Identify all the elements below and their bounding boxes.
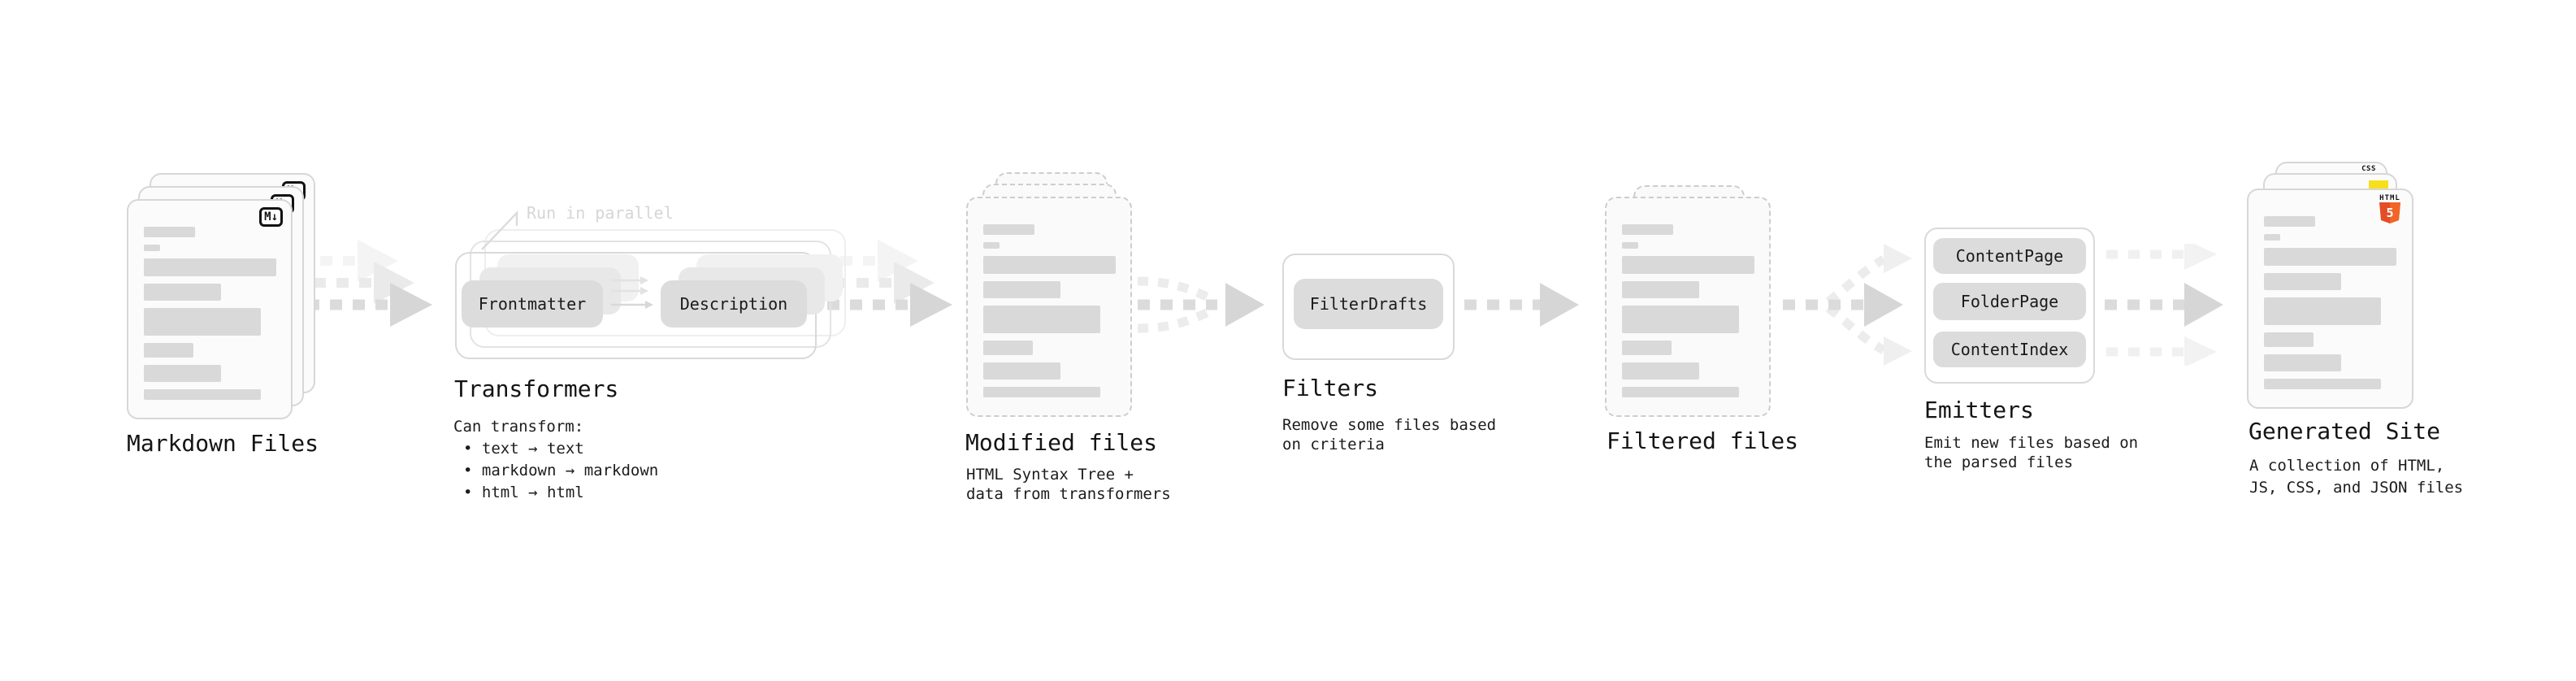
markdown-files-label: Markdown Files [127, 430, 319, 457]
doc-content-bar [144, 284, 221, 301]
doc-content-bar [2264, 248, 2396, 266]
emitter-step-contentpage: ContentPage [1933, 238, 2086, 274]
emitters-label: Emitters [1924, 397, 2034, 423]
doc-content-bar [2264, 297, 2381, 325]
doc-content-bar [144, 227, 195, 237]
doc-content-bar [2264, 234, 2280, 241]
html5-icon-text: HTML [2379, 194, 2400, 202]
markdown-icon: M↓ [259, 207, 283, 227]
transformers-bullet: • markdown → markdown [463, 462, 659, 479]
transformers-desc-title: Can transform: [453, 418, 584, 436]
doc-content-bar [144, 389, 261, 400]
arrow-filtered-to-emitters [1783, 244, 1912, 366]
transformer-step-frontmatter: Frontmatter [462, 280, 603, 327]
emitters-desc: the parsed files [1924, 453, 2074, 471]
doc-content-bar [983, 387, 1100, 397]
doc-content-placeholder [983, 224, 1117, 405]
doc-content-bar [144, 365, 221, 382]
css-icon-text: CSS [2361, 165, 2376, 173]
doc-content-bar [983, 281, 1060, 298]
emitter-step-contentindex: ContentIndex [1933, 332, 2086, 367]
doc-content-placeholder [1622, 224, 1756, 405]
generated-site-desc: A collection of HTML, [2249, 457, 2445, 475]
doc-content-bar [1622, 340, 1672, 355]
transformers-bullet: • text → text [463, 440, 584, 458]
doc-content-bar [1622, 256, 1754, 274]
annotation-callout-line [481, 210, 518, 250]
markdown-file-card-front: M↓ [127, 199, 293, 419]
html5-shield: 5 [2379, 202, 2400, 223]
site-file-card-html: HTML 5 [2247, 189, 2413, 409]
doc-content-bar [983, 224, 1034, 235]
doc-content-bar [983, 340, 1033, 355]
filter-step-filterdrafts: FilterDrafts [1294, 279, 1443, 329]
html5-icon: HTML 5 [2378, 194, 2402, 225]
doc-content-bar [983, 306, 1100, 333]
doc-content-placeholder [144, 227, 278, 407]
doc-content-bar [1622, 306, 1739, 333]
doc-content-bar [144, 308, 261, 336]
arrow-modified-to-filters [1137, 276, 1264, 333]
emitter-step-folderpage: FolderPage [1933, 283, 2086, 320]
modified-files-desc: data from transformers [966, 485, 1171, 503]
transformer-step-description: Description [661, 280, 807, 327]
filtered-file-card-front [1605, 197, 1771, 417]
arrow-markdown-to-transformers [275, 240, 432, 327]
filters-label: Filters [1282, 375, 1379, 401]
doc-content-bar [1622, 362, 1699, 380]
doc-content-bar [144, 343, 193, 358]
arrow-emitters-to-site [2105, 244, 2223, 366]
doc-content-placeholder [2264, 216, 2399, 397]
generated-site-label: Generated Site [2249, 418, 2441, 445]
generated-site-desc: JS, CSS, and JSON files [2249, 479, 2464, 497]
modified-file-card-front [966, 197, 1132, 417]
run-in-parallel-annotation: Run in parallel [527, 203, 674, 223]
doc-content-bar [144, 258, 276, 276]
doc-content-bar [2264, 332, 2314, 347]
doc-content-bar [2264, 216, 2315, 227]
doc-content-bar [1622, 224, 1673, 235]
doc-content-bar [1622, 387, 1739, 397]
doc-content-bar [983, 242, 1000, 249]
doc-content-bar [1622, 281, 1699, 298]
modified-files-label: Modified files [965, 429, 1158, 456]
arrow-filters-to-filtered [1464, 283, 1579, 327]
doc-content-bar [983, 256, 1116, 274]
doc-content-bar [1622, 242, 1638, 249]
doc-content-bar [2264, 379, 2381, 389]
parallel-arrows-icon [611, 276, 653, 309]
transformers-label: Transformers [454, 375, 619, 402]
filtered-files-label: Filtered files [1607, 427, 1799, 454]
filters-desc: Remove some files based [1282, 416, 1497, 434]
filters-desc: on criteria [1282, 436, 1385, 453]
arrow-transformers-to-modified [795, 240, 952, 327]
svg-text:5: 5 [2386, 206, 2393, 220]
doc-content-bar [144, 245, 160, 251]
emitters-desc: Emit new files based on [1924, 434, 2139, 452]
doc-content-bar [2264, 273, 2341, 290]
doc-content-bar [2264, 354, 2341, 371]
modified-files-desc: HTML Syntax Tree + [966, 466, 1134, 484]
transformers-bullet: • html → html [463, 484, 584, 501]
doc-content-bar [983, 362, 1060, 380]
